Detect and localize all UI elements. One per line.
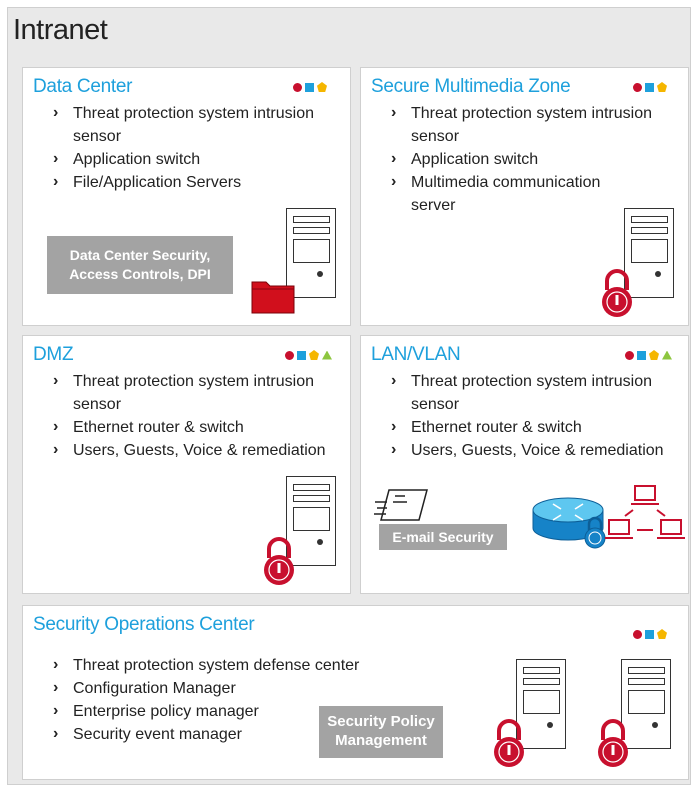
marker-group bbox=[633, 628, 667, 640]
yellow-pentagon-icon bbox=[649, 350, 659, 360]
network-computers-icon bbox=[605, 485, 685, 539]
panel-multimedia-zone: Secure Multimedia Zone Threat protection… bbox=[360, 67, 689, 326]
label-line: Data Center Security, bbox=[69, 247, 211, 263]
list-item: Ethernet router & switch bbox=[389, 415, 689, 439]
server-icon bbox=[624, 208, 674, 298]
list-item: Security event manager bbox=[51, 722, 371, 746]
panel-dmz: DMZ Threat protection system intrusion s… bbox=[22, 335, 351, 594]
blue-square-icon bbox=[297, 350, 306, 360]
item-list: Threat protection system intrusion senso… bbox=[389, 101, 679, 217]
security-label: Data Center Security, Access Controls, D… bbox=[47, 236, 233, 294]
item-list: Threat protection system intrusion senso… bbox=[389, 369, 689, 462]
blue-square-icon bbox=[645, 82, 654, 92]
list-item: Threat protection system intrusion senso… bbox=[389, 101, 679, 148]
lock-icon bbox=[602, 269, 632, 317]
label-line: Access Controls, DPI bbox=[69, 266, 211, 282]
yellow-pentagon-icon bbox=[317, 82, 327, 92]
list-item: Application switch bbox=[389, 147, 679, 171]
folder-icon bbox=[251, 281, 295, 314]
email-security-label: E-mail Security bbox=[379, 524, 507, 550]
list-item: Threat protection system intrusion senso… bbox=[51, 369, 351, 416]
panel-title: LAN/VLAN bbox=[371, 344, 461, 365]
green-triangle-icon bbox=[662, 350, 672, 360]
marker-group bbox=[293, 81, 327, 93]
green-triangle-icon bbox=[322, 350, 332, 360]
label-line: Management bbox=[335, 732, 427, 749]
yellow-pentagon-icon bbox=[657, 629, 667, 639]
blue-square-icon bbox=[645, 629, 654, 639]
list-item: Configuration Manager bbox=[51, 676, 371, 700]
panel-title: DMZ bbox=[33, 344, 74, 365]
red-dot-icon bbox=[625, 350, 634, 360]
server-icon bbox=[286, 476, 336, 566]
server-icon bbox=[621, 659, 671, 749]
server-icon bbox=[286, 208, 336, 298]
lock-icon bbox=[598, 719, 628, 767]
item-list: Threat protection system intrusion senso… bbox=[51, 101, 341, 194]
blue-square-icon bbox=[305, 82, 314, 92]
list-item: Users, Guests, Voice & remediation bbox=[389, 438, 689, 462]
list-item: Ethernet router & switch bbox=[51, 415, 351, 439]
panel-title: Data Center bbox=[33, 76, 133, 97]
red-dot-icon bbox=[633, 629, 642, 639]
list-item: Application switch bbox=[51, 147, 341, 171]
server-icon bbox=[516, 659, 566, 749]
panel-data-center: Data Center Threat protection system int… bbox=[22, 67, 351, 326]
red-dot-icon bbox=[293, 82, 302, 92]
panel-title: Secure Multimedia Zone bbox=[371, 76, 571, 97]
item-list: Threat protection system intrusion senso… bbox=[51, 369, 351, 462]
page-title: Intranet bbox=[13, 14, 108, 46]
security-policy-label: Security Policy Management bbox=[319, 706, 443, 758]
yellow-pentagon-icon bbox=[309, 350, 319, 360]
list-item: Threat protection system defense center bbox=[51, 653, 371, 677]
marker-group bbox=[633, 81, 667, 93]
marker-group bbox=[625, 349, 672, 361]
router-icon bbox=[532, 497, 606, 549]
blue-square-icon bbox=[637, 350, 646, 360]
marker-group bbox=[285, 349, 332, 361]
list-item: Threat protection system intrusion senso… bbox=[389, 369, 689, 416]
red-dot-icon bbox=[633, 82, 642, 92]
red-dot-icon bbox=[285, 350, 294, 360]
yellow-pentagon-icon bbox=[657, 82, 667, 92]
list-item: Threat protection system intrusion senso… bbox=[51, 101, 341, 148]
email-envelope-icon bbox=[374, 489, 428, 521]
lock-icon bbox=[494, 719, 524, 767]
item-list: Threat protection system defense center … bbox=[51, 653, 371, 746]
lock-icon bbox=[264, 537, 294, 585]
panel-security-operations-center: Security Operations Center Threat protec… bbox=[22, 605, 689, 780]
list-item: Users, Guests, Voice & remediation bbox=[51, 438, 351, 462]
list-item: File/Application Servers bbox=[51, 170, 341, 194]
panel-lan-vlan: LAN/VLAN Threat protection system intrus… bbox=[360, 335, 689, 594]
list-item: Multimedia communication server bbox=[389, 170, 631, 217]
label-line: Security Policy bbox=[327, 713, 435, 730]
panel-title: Security Operations Center bbox=[33, 614, 255, 635]
list-item: Enterprise policy manager bbox=[51, 699, 371, 723]
